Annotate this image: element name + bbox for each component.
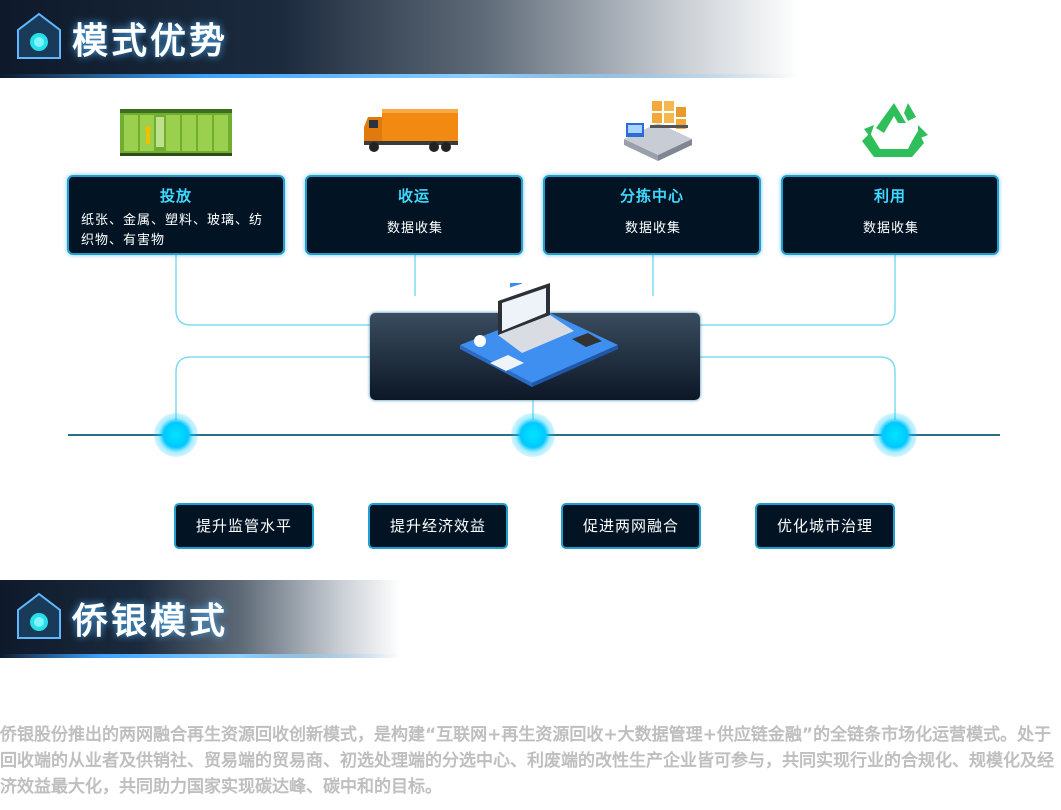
category-desc: 数据收集 <box>386 221 443 236</box>
warehouse-icon <box>624 101 692 161</box>
timeline-node <box>873 413 917 457</box>
section-title: 侨银模式 <box>72 601 229 642</box>
category-desc: 纸张、金属、塑料、玻璃、纺织物、有害物 <box>81 213 264 248</box>
category-title: 利用 <box>873 187 906 205</box>
category-title: 投放 <box>159 187 192 205</box>
category-box-fenjian: 分拣中心 数据收集 <box>543 175 761 255</box>
benefit-city-governance: 优化城市治理 <box>755 503 895 549</box>
category-title: 收运 <box>397 187 430 205</box>
data-hub <box>370 283 700 400</box>
truck-icon <box>364 109 458 152</box>
category-title: 分拣中心 <box>619 187 684 205</box>
laptop-icon <box>460 283 618 387</box>
timeline-node <box>154 413 198 457</box>
timeline-node <box>511 413 555 457</box>
description-paragraph: 侨银股份推出的两网融合再生资源回收创新模式，是构建“互联网+再生资源回收+大数据… <box>0 725 1054 797</box>
section-banner-qiaoyin-mode: 侨银模式 <box>0 580 400 658</box>
recycle-icon <box>862 103 928 157</box>
category-box-liyong: 利用 数据收集 <box>781 175 999 255</box>
banner-underline <box>0 74 800 78</box>
house-icon <box>17 12 61 59</box>
benefit-economic: 提升经济效益 <box>368 503 508 549</box>
banner-underline <box>0 654 400 658</box>
category-desc: 数据收集 <box>624 221 681 236</box>
smart-bin-icon <box>120 109 232 156</box>
benefit-supervision: 提升监管水平 <box>174 503 314 549</box>
category-box-shouyun: 收运 数据收集 <box>305 175 523 255</box>
benefit-two-network: 促进两网融合 <box>561 503 701 549</box>
section-banner-mode-advantage: 模式优势 <box>0 0 800 78</box>
category-box-toufang: 投放 纸张、金属、塑料、玻璃、纺织物、有害物 <box>67 175 285 255</box>
house-icon <box>17 592 61 639</box>
category-desc: 数据收集 <box>862 221 919 236</box>
section-title: 模式优势 <box>72 21 229 62</box>
